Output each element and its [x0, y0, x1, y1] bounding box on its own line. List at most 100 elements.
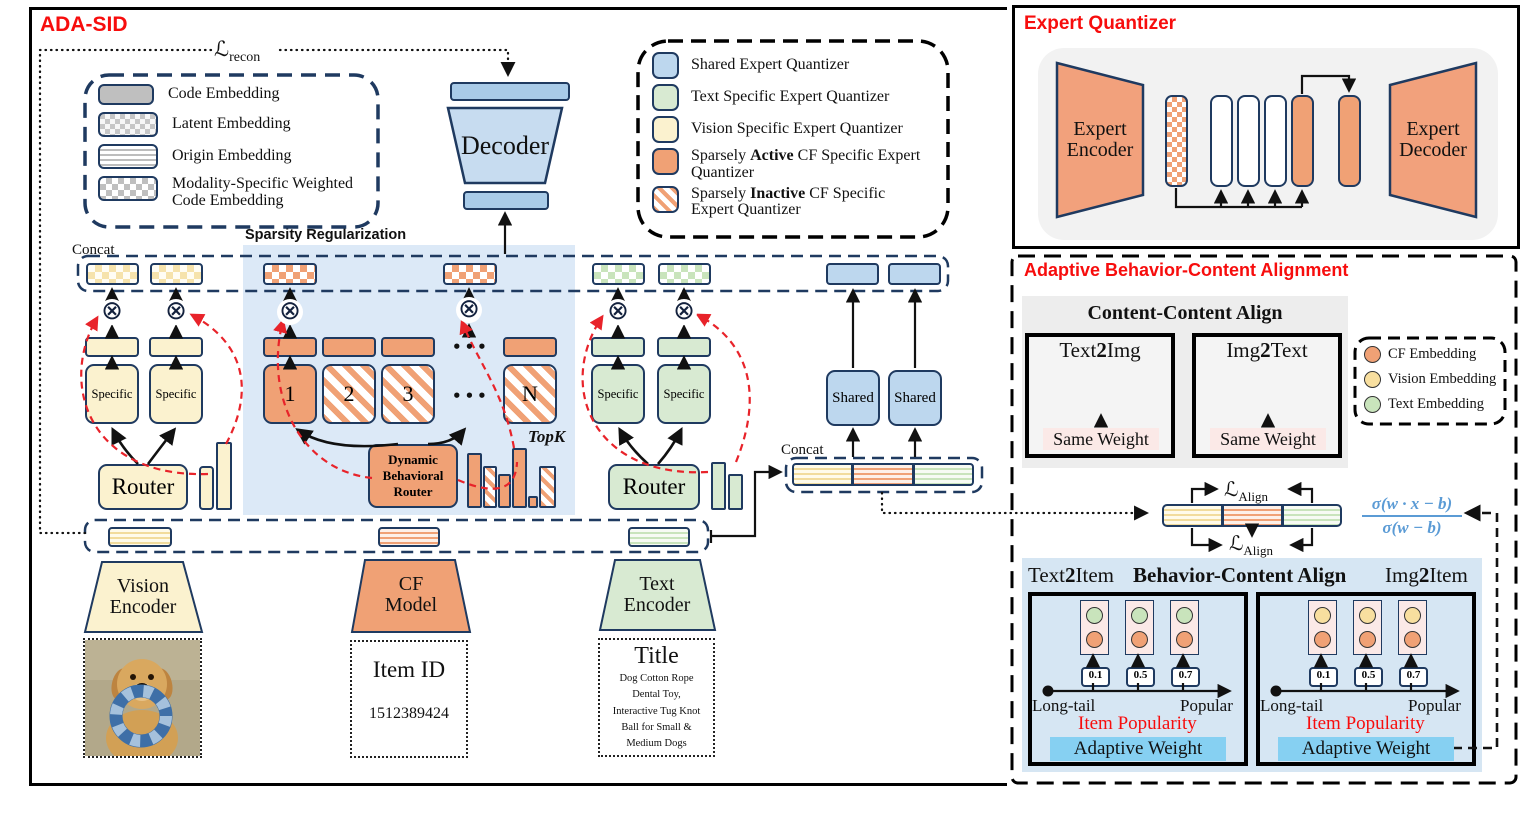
behavior-pill — [1170, 600, 1199, 655]
weight-value: 0.5 — [1354, 667, 1383, 687]
text-specific-expert: Specific — [657, 364, 711, 424]
recon-loss-label: ℒrecon — [214, 38, 260, 66]
text2item-tag: Text2Item — [1028, 563, 1115, 587]
weight-value: 0.7 — [1171, 667, 1200, 687]
loss-sub: recon — [229, 50, 261, 66]
content-align-title: Content-Content Align — [1087, 301, 1283, 324]
cf-gate-bar — [498, 474, 511, 508]
vision-code-embedding — [149, 337, 203, 357]
origin-embedding-swatch — [98, 144, 158, 169]
legend-label: Origin Embedding — [172, 147, 292, 165]
weight-value: 0.7 — [1399, 667, 1428, 687]
weighted-code-embedding-swatch — [98, 176, 158, 201]
ada-sid-title: ADA-SID — [40, 13, 128, 36]
dog-image — [83, 638, 202, 766]
text-embedding-dot — [1131, 607, 1148, 625]
active-cf-quantizer-swatch — [652, 148, 679, 175]
item-id-value: 1512389424 — [369, 705, 449, 723]
weight-value: 0.1 — [1081, 667, 1110, 687]
cf-embedding-swatch — [1364, 346, 1381, 363]
img2item-tag: Img2Item — [1385, 563, 1468, 587]
legend-label: Code Embedding — [168, 85, 280, 103]
item-popularity-label: Item Popularity — [1078, 713, 1197, 734]
multiply-icon: ⊗ — [99, 298, 125, 325]
cf-gate-bar-inactive — [539, 466, 556, 508]
behavior-pill — [1398, 600, 1427, 655]
shared-expert: Shared — [826, 370, 880, 426]
item-id-box: Item ID 1512389424 — [350, 640, 468, 758]
sparsity-label: Sparsity Regularization — [245, 227, 407, 243]
cf-embedding-dot — [1131, 630, 1148, 648]
weight-value: 0.5 — [1126, 667, 1155, 687]
concat-label-top: Concat — [72, 242, 115, 258]
vision-origin-embedding — [108, 527, 172, 547]
behavior-pill — [1080, 600, 1109, 655]
text-gate-bar — [728, 474, 743, 510]
topk-label: TopK — [528, 427, 566, 446]
cf-expert-1: 1 — [263, 364, 317, 424]
cf-code-embedding — [263, 337, 317, 357]
item-popularity-label: Item Popularity — [1306, 713, 1425, 734]
shared-code-bar — [826, 263, 879, 285]
legend-label: Latent Embedding — [172, 115, 291, 133]
vision-embedding-swatch — [1364, 371, 1381, 388]
align-loss-top: ℒAlign — [1224, 479, 1269, 504]
vision-embedding-dot — [1404, 607, 1421, 625]
eq-codebook-bar — [1264, 95, 1287, 187]
cf-code-embedding — [381, 337, 435, 357]
text-specific-expert: Specific — [591, 364, 645, 424]
cf-embedding-dot — [1404, 630, 1421, 648]
title-title: Title — [634, 643, 679, 669]
eq-codebook-bar — [1237, 95, 1260, 187]
vision-router: Router — [98, 464, 188, 510]
vision-code-embedding — [85, 337, 139, 357]
legend-label: Modality-Specific Weighted Code Embeddin… — [172, 175, 354, 209]
item-id-title: Item ID — [372, 657, 446, 682]
concat-vision-seg — [1162, 504, 1223, 527]
eq-codebook-bar — [1210, 95, 1233, 187]
vision-gate-bar — [216, 442, 232, 510]
cf-gate-bar — [512, 448, 527, 508]
cf-gate-bar — [528, 496, 538, 508]
cf-origin-embedding — [378, 527, 440, 547]
cf-gate-bar — [467, 453, 482, 508]
shared-code-bar — [888, 263, 941, 285]
behavior-align-title: Behavior-Content Align — [1133, 563, 1347, 587]
origin-embedding-cf-seg — [852, 463, 914, 486]
eq-quantized-bar — [1338, 95, 1361, 187]
cf-gate-bar-inactive — [483, 466, 497, 508]
vision-gate-bar — [199, 466, 214, 510]
same-weight-caption: Same Weight — [1210, 428, 1326, 450]
text-embedding-swatch — [1364, 396, 1381, 413]
origin-embedding-vision-seg — [792, 463, 853, 486]
origin-embedding-text-seg — [913, 463, 974, 486]
cf-weighted-code-bar — [263, 263, 317, 285]
vision-weighted-code-bar — [86, 263, 139, 285]
inactive-cf-quantizer-swatch — [652, 185, 679, 213]
alignment-title: Adaptive Behavior-Content Alignment — [1024, 260, 1349, 280]
vision-specific-expert: Specific — [149, 364, 203, 424]
cf-embedding-dot — [1359, 630, 1376, 648]
shared-quantizer-swatch — [652, 52, 679, 79]
text-quantizer-swatch — [652, 84, 679, 111]
cf-embedding-dot — [1314, 630, 1331, 648]
cf-code-embedding — [503, 337, 557, 357]
ada-sid-panel — [29, 7, 1007, 786]
cf-weighted-code-bar — [443, 263, 497, 285]
behavior-pill — [1353, 600, 1382, 655]
ellipsis-dots: ••• — [452, 338, 490, 356]
cf-expert-3: 3 — [381, 364, 435, 424]
multiply-icon: ⊗ — [605, 298, 631, 325]
weight-value: 0.1 — [1309, 667, 1338, 687]
cf-expert-n: N — [503, 364, 557, 424]
eq-latent-bar — [1165, 95, 1188, 187]
text-embedding-dot — [1086, 607, 1103, 625]
decoder-label: Decoder — [460, 130, 550, 160]
eq-selected-code-bar — [1291, 95, 1314, 187]
vision-weighted-code-bar — [150, 263, 203, 285]
